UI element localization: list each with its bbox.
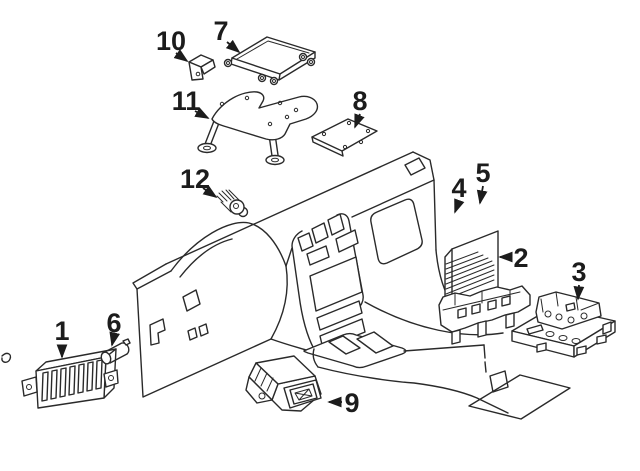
callout-6-arrow: [109, 331, 121, 347]
part-12-sensor-drawing: [216, 189, 249, 218]
left-dash-cutout: [149, 318, 166, 346]
mounting-tab: [103, 369, 119, 388]
callout-7: 7: [213, 16, 241, 54]
callout-11-label: 11: [172, 86, 201, 116]
cluster-hood-arch: [170, 221, 287, 272]
part-2-fuse-box-drawing: [438, 230, 531, 345]
callout-3: 3: [571, 257, 587, 301]
callout-12: 12: [180, 164, 218, 199]
mounting-tab: [21, 376, 38, 397]
glovebox-opening: [370, 198, 423, 265]
callout-9-label: 9: [344, 388, 359, 418]
dash-speaker-grille: [404, 157, 426, 176]
bracket-plate: [211, 91, 319, 141]
callout-3-arrow: [573, 284, 585, 301]
callout-2: 2: [498, 243, 529, 273]
callout-1-label: 1: [54, 316, 69, 346]
part-10-bracket-drawing: [188, 54, 216, 81]
part-7-module-drawing: [223, 36, 316, 86]
callout-6: 6: [106, 308, 122, 347]
callout-5-label: 5: [475, 158, 490, 188]
callout-11-arrow: [194, 107, 210, 119]
callout-11: 11: [172, 86, 210, 119]
callout-10-arrow: [173, 49, 189, 63]
floor-opening: [468, 374, 571, 420]
hvac-opening: [316, 300, 363, 331]
callout-9: 9: [327, 388, 360, 418]
callouts: 1 2 3 4 5 6 7 8: [54, 16, 586, 418]
part-9-module-drawing: [245, 355, 322, 412]
dashboard-assembly: [132, 151, 571, 420]
center-stack-switch: [311, 222, 329, 244]
part-1-control-unit-drawing: [21, 348, 119, 409]
callout-8-arrow: [354, 113, 365, 129]
callout-12-label: 12: [180, 164, 210, 194]
callout-7-arrow: [225, 39, 241, 54]
callout-5: 5: [475, 158, 491, 205]
callout-10-label: 10: [156, 26, 186, 56]
left-dash-vent: [182, 289, 201, 312]
callout-4-label: 4: [451, 173, 466, 203]
callout-3-label: 3: [571, 257, 586, 287]
callout-4: 4: [451, 173, 467, 214]
center-stack-vent: [335, 229, 359, 253]
callout-4-arrow: [454, 198, 465, 214]
left-edge-clip-fragment: [1, 352, 12, 363]
center-stack-switch: [297, 232, 314, 252]
callout-8: 8: [352, 86, 368, 129]
part-6-bulb-drawing: [100, 338, 131, 365]
part-8-plate-drawing: [311, 118, 378, 157]
callout-8-label: 8: [352, 86, 367, 116]
center-stack-switch: [327, 213, 345, 236]
callout-2-label: 2: [513, 243, 528, 273]
callout-12-arrow: [202, 185, 218, 199]
center-stack-slot: [306, 245, 330, 266]
callout-7-label: 7: [213, 16, 228, 46]
callout-10: 10: [156, 26, 189, 63]
callout-1: 1: [54, 316, 70, 359]
callout-5-arrow: [476, 185, 488, 205]
callout-6-label: 6: [106, 308, 121, 338]
radio-opening: [309, 256, 363, 312]
part-3-control-module-drawing: [511, 291, 616, 358]
part-11-bracket-drawing: [197, 91, 319, 166]
